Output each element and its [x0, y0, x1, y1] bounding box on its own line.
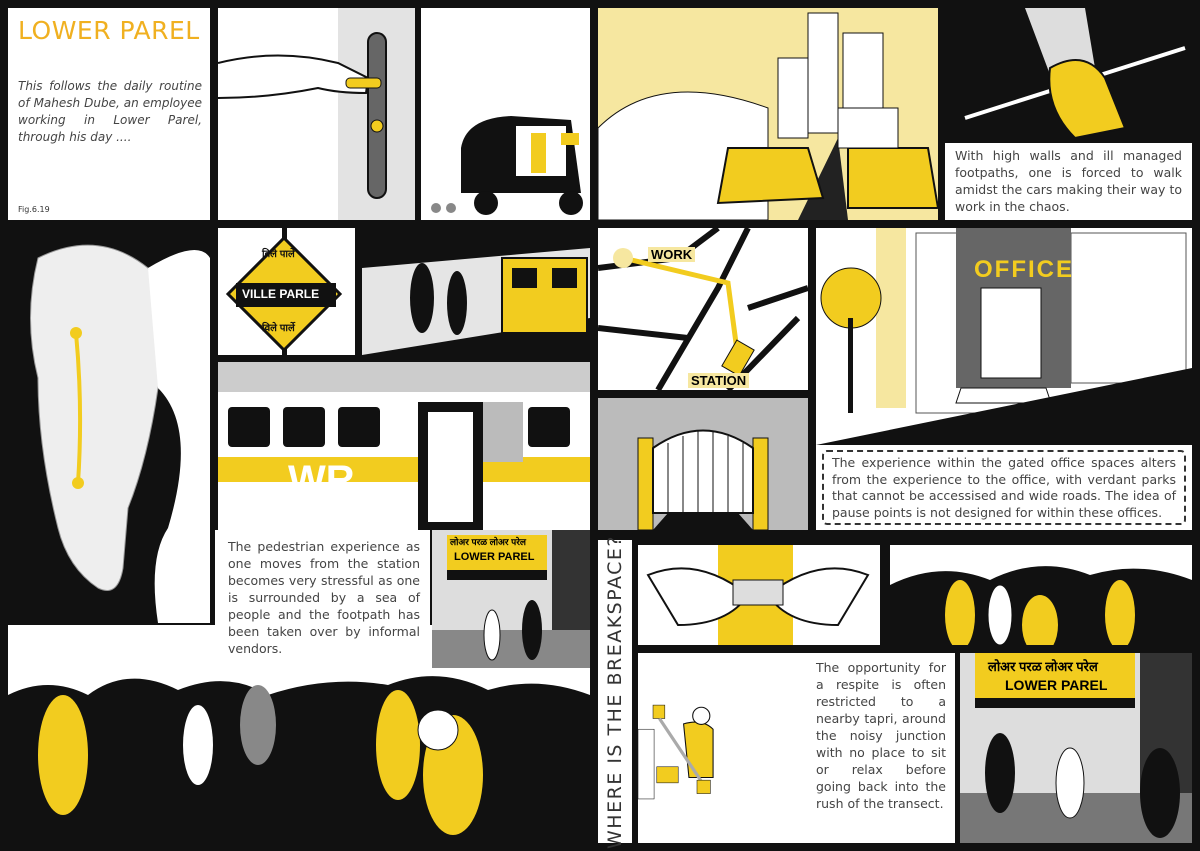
caption-office: The experience within the gated office s…: [822, 450, 1186, 525]
lp2-sign-marathi: लोअर परळ लोअर परेल: [988, 659, 1098, 674]
crowd-panel: [8, 625, 590, 843]
station-sign-name: VILLE PARLE: [242, 287, 320, 301]
station-sign-hindi-top: विले पार्ले: [262, 249, 295, 260]
lower-parel-station-panel: लोअर परळ लोअर परेल LOWER PAREL: [432, 530, 590, 668]
lp2-sign-english: LOWER PAREL: [1005, 677, 1108, 693]
breakspace-heading: WHERE IS THE BREAKSPACE?: [604, 534, 626, 849]
auto-rickshaw-panel: [421, 8, 590, 220]
figure-label: Fig.6.19: [18, 205, 50, 214]
lp-sign-english: LOWER PAREL: [454, 551, 535, 563]
page-title: LOWER PAREL: [18, 16, 200, 45]
breakspace-heading-panel: WHERE IS THE BREAKSPACE?: [598, 535, 632, 849]
caption-tapri: The opportunity for a respite is often r…: [816, 660, 946, 811]
crowd-2-panel: [890, 545, 1192, 645]
feet-panel: [945, 8, 1192, 140]
station-sign-hindi-bottom: विले पार्ले: [262, 323, 295, 334]
intro-text: This follows the daily routine of Mahesh…: [18, 79, 202, 144]
office-sign: OFFICE: [974, 256, 1074, 283]
office-building-panel: OFFICE: [816, 228, 1192, 445]
train-line-label: WR: [288, 458, 355, 502]
lower-parel-station-2-panel: लोअर परळ लोअर परेल LOWER PAREL: [960, 653, 1192, 843]
local-train-panel: WR: [218, 362, 590, 530]
tapri-panel: The opportunity for a respite is often r…: [638, 653, 955, 843]
office-gate-panel: [598, 398, 808, 530]
lp-sign-marathi: लोअर परळ लोअर परेल: [450, 537, 527, 547]
street-cars-panel: [598, 8, 938, 220]
hands-money-panel: [638, 545, 880, 645]
intro-panel: LOWER PAREL This follows the daily routi…: [8, 8, 210, 220]
train-platform-panel: [362, 228, 590, 355]
office-caption-panel: The experience within the gated office s…: [816, 445, 1192, 530]
route-map-panel: WORK STATION: [598, 228, 808, 390]
map-work-label: WORK: [648, 247, 696, 262]
map-station-label: STATION: [688, 373, 750, 388]
caption-walls: With high walls and ill managed footpath…: [945, 143, 1192, 220]
caption-pedestrian: The pedestrian experience as one moves f…: [215, 530, 430, 658]
ville-parle-sign-panel: विले पार्ले VILLE PARLE विले पार्ले: [218, 228, 355, 355]
door-handle-panel: [218, 8, 415, 220]
mumbai-map-panel: [8, 228, 210, 623]
